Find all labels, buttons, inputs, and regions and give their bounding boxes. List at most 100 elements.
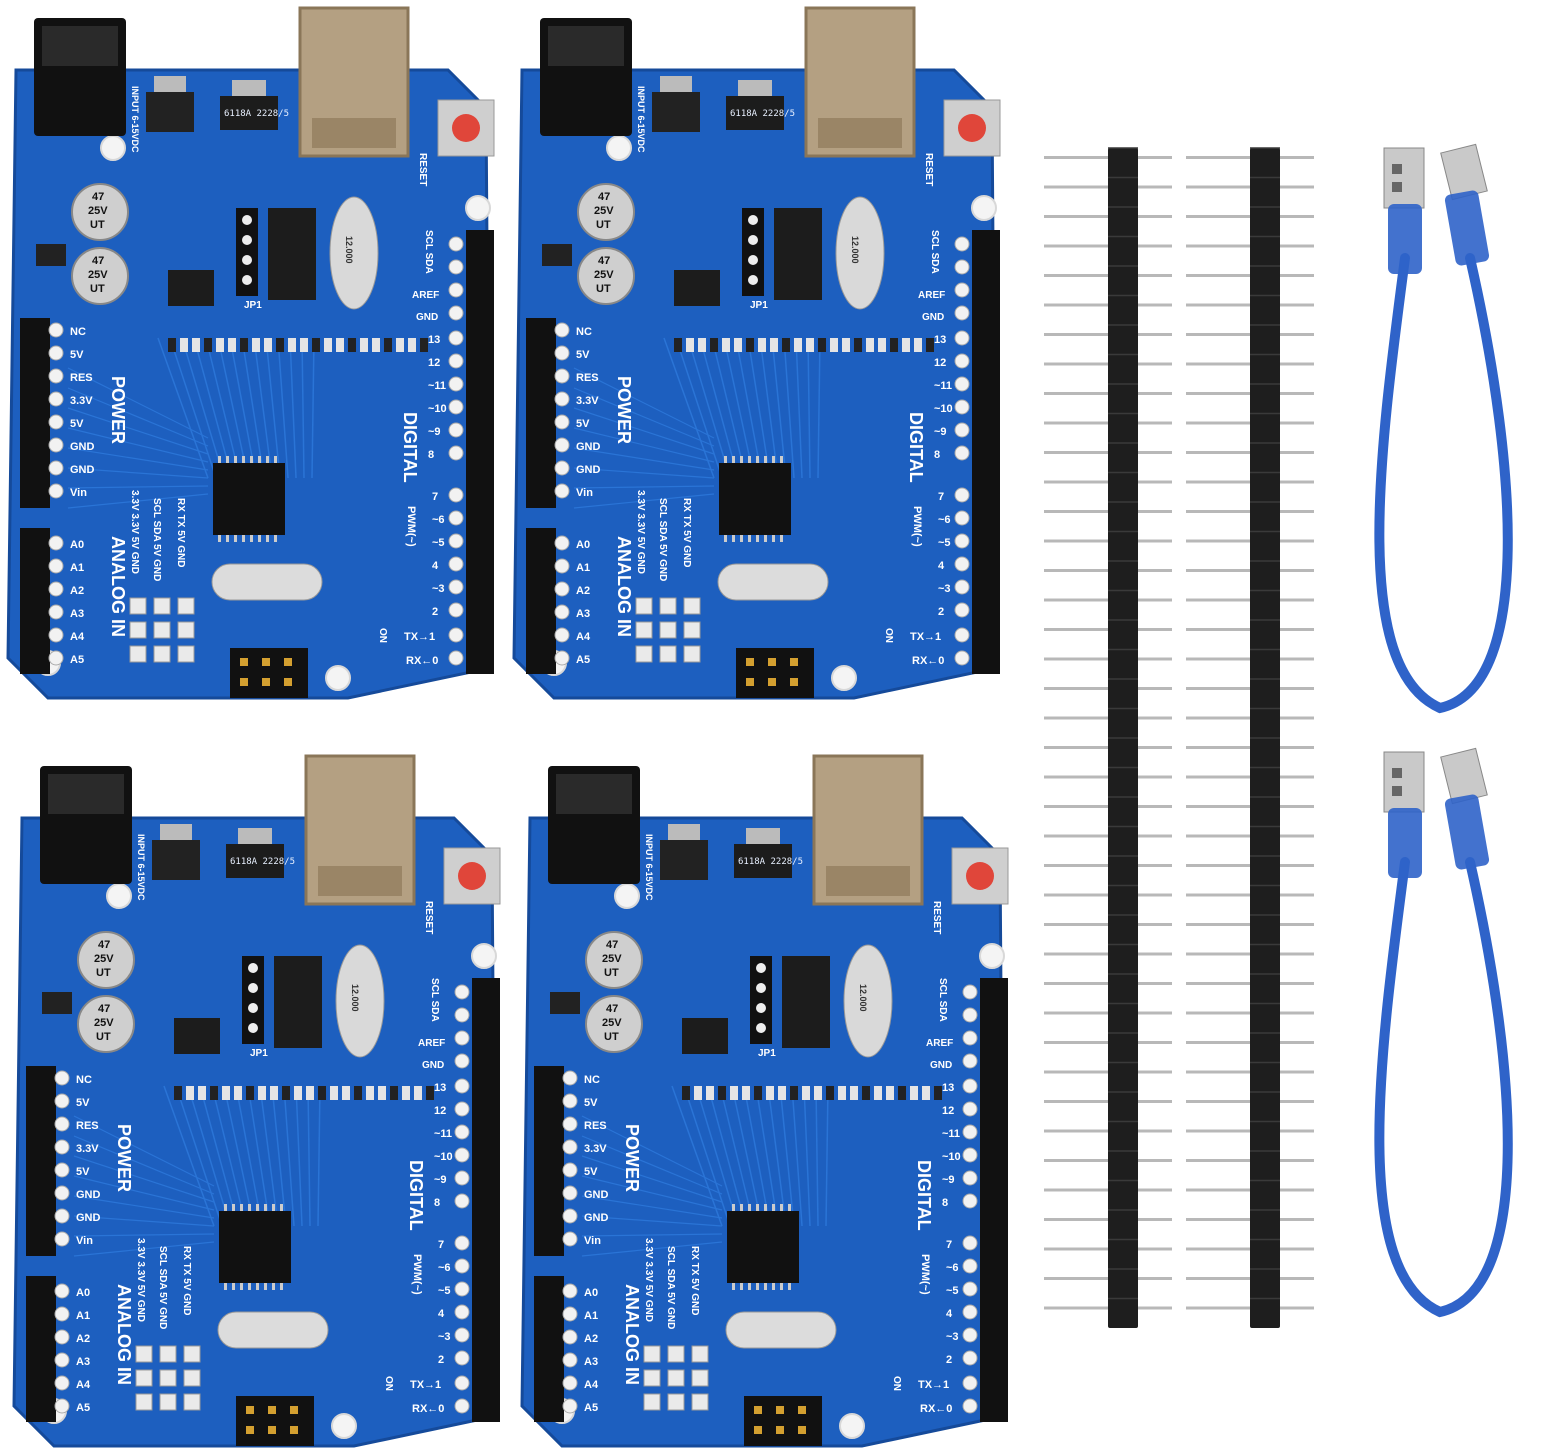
- mcu-pin: [242, 535, 245, 542]
- dc-jack-front: [556, 774, 632, 814]
- digital-pin: [962, 984, 978, 1000]
- mcu-pin: [772, 456, 775, 463]
- trace: [755, 1085, 779, 1227]
- smd-part: [210, 1086, 218, 1100]
- trace: [205, 337, 241, 479]
- trace: [573, 447, 715, 471]
- digital-pin: [962, 1078, 978, 1094]
- analog-pin-label: A3: [70, 608, 84, 620]
- jp1-pin: [248, 1003, 258, 1013]
- digital-pin: [962, 1007, 978, 1023]
- jp1-label: JP1: [244, 300, 262, 311]
- smd-part: [348, 338, 356, 352]
- smd-part: [854, 338, 862, 352]
- trace: [247, 1085, 271, 1227]
- digital-pin-label: 2: [946, 1354, 952, 1366]
- analog-pin-label: A0: [70, 539, 84, 551]
- digital-pin: [448, 422, 464, 438]
- mcu-pin: [280, 1204, 283, 1211]
- pad: [659, 645, 677, 663]
- trace: [573, 485, 715, 489]
- mcu-pin: [724, 535, 727, 542]
- power-pin: [54, 1208, 70, 1224]
- digital-pin-label: ~9: [942, 1174, 955, 1186]
- smd-part: [270, 1086, 278, 1100]
- digital-pin-label: ~11: [434, 1128, 452, 1140]
- digital-pin-label: 12: [934, 357, 946, 369]
- mcu-pin: [780, 535, 783, 542]
- power-pin-label: RES: [70, 372, 93, 384]
- digital-pin: [448, 510, 464, 526]
- usb-chip: [774, 208, 822, 300]
- analog-pin: [562, 1375, 578, 1391]
- pad: [153, 645, 171, 663]
- pad: [183, 1393, 201, 1411]
- trace: [67, 485, 209, 489]
- capacitor-voltage: 25V: [594, 269, 614, 281]
- usb-chip: [274, 956, 322, 1048]
- trace: [163, 1085, 215, 1227]
- mcu-pin: [266, 456, 269, 463]
- digital-pin-label: ~5: [438, 1285, 451, 1297]
- analog-in-label: ANALOG IN: [614, 536, 634, 637]
- trace: [573, 427, 715, 463]
- smd-part: [420, 338, 428, 352]
- smd-part: [228, 338, 236, 352]
- chip-small: [682, 1018, 728, 1054]
- power-label: POWER: [622, 1124, 642, 1192]
- dc-jack-front: [548, 26, 624, 66]
- icsp-pin: [776, 1426, 784, 1434]
- pin-header: [1186, 147, 1314, 1328]
- i2c-row-label: SCL SDA 5V GND: [151, 498, 162, 581]
- trace: [311, 337, 315, 479]
- mcu-pin: [232, 1204, 235, 1211]
- power-pin: [48, 483, 64, 499]
- i2c-row-label: SCL SDA 5V GND: [657, 498, 668, 581]
- icsp-pin: [790, 658, 798, 666]
- mcu-pin: [250, 456, 253, 463]
- capacitor-brand: UT: [604, 967, 619, 979]
- power-pin: [48, 391, 64, 407]
- power-pin: [562, 1162, 578, 1178]
- power-pin: [54, 1185, 70, 1201]
- reset-button-cap: [966, 862, 994, 890]
- mcu-pin: [780, 1204, 783, 1211]
- scl-sda-label: SCL SDA: [937, 978, 948, 1022]
- digital-pin: [962, 1053, 978, 1069]
- power-pin: [48, 368, 64, 384]
- pwm-label: PWM(~): [919, 1254, 931, 1295]
- smd-part: [814, 1086, 822, 1100]
- regulator-tab: [668, 824, 700, 840]
- reset-button-cap: [958, 114, 986, 142]
- trace: [731, 1085, 763, 1227]
- pad: [667, 1369, 685, 1387]
- power-pin-label: GND: [76, 1212, 101, 1224]
- digital-pin-label: 12: [434, 1105, 446, 1117]
- icsp-header: [744, 1396, 822, 1446]
- digital-pin-label: ~10: [942, 1151, 961, 1163]
- digital-pin: [448, 627, 464, 643]
- pad: [183, 1369, 201, 1387]
- crystal-lower: [217, 1311, 329, 1349]
- pad: [177, 621, 195, 639]
- digital-pin-label: 2: [938, 606, 944, 618]
- digital-pin: [962, 1124, 978, 1140]
- trace: [271, 1085, 287, 1227]
- pad: [659, 597, 677, 615]
- digital-pin-label: ~9: [934, 426, 947, 438]
- smd-part: [902, 338, 910, 352]
- volt-row-label: 3.3V 3.3V 5V GND: [129, 490, 140, 574]
- smd-part: [842, 338, 850, 352]
- on-led-label: ON: [883, 628, 894, 643]
- smd-part: [378, 1086, 386, 1100]
- capacitor: [585, 995, 643, 1053]
- mcu: [213, 463, 285, 535]
- analog-pin: [554, 581, 570, 597]
- digital-pin: [454, 1235, 470, 1251]
- mcu-pin: [256, 1283, 259, 1290]
- digital-pin: [448, 330, 464, 346]
- rx-label: RX←0: [912, 655, 944, 667]
- on-led-label: ON: [891, 1376, 902, 1391]
- jp1-pin: [748, 275, 758, 285]
